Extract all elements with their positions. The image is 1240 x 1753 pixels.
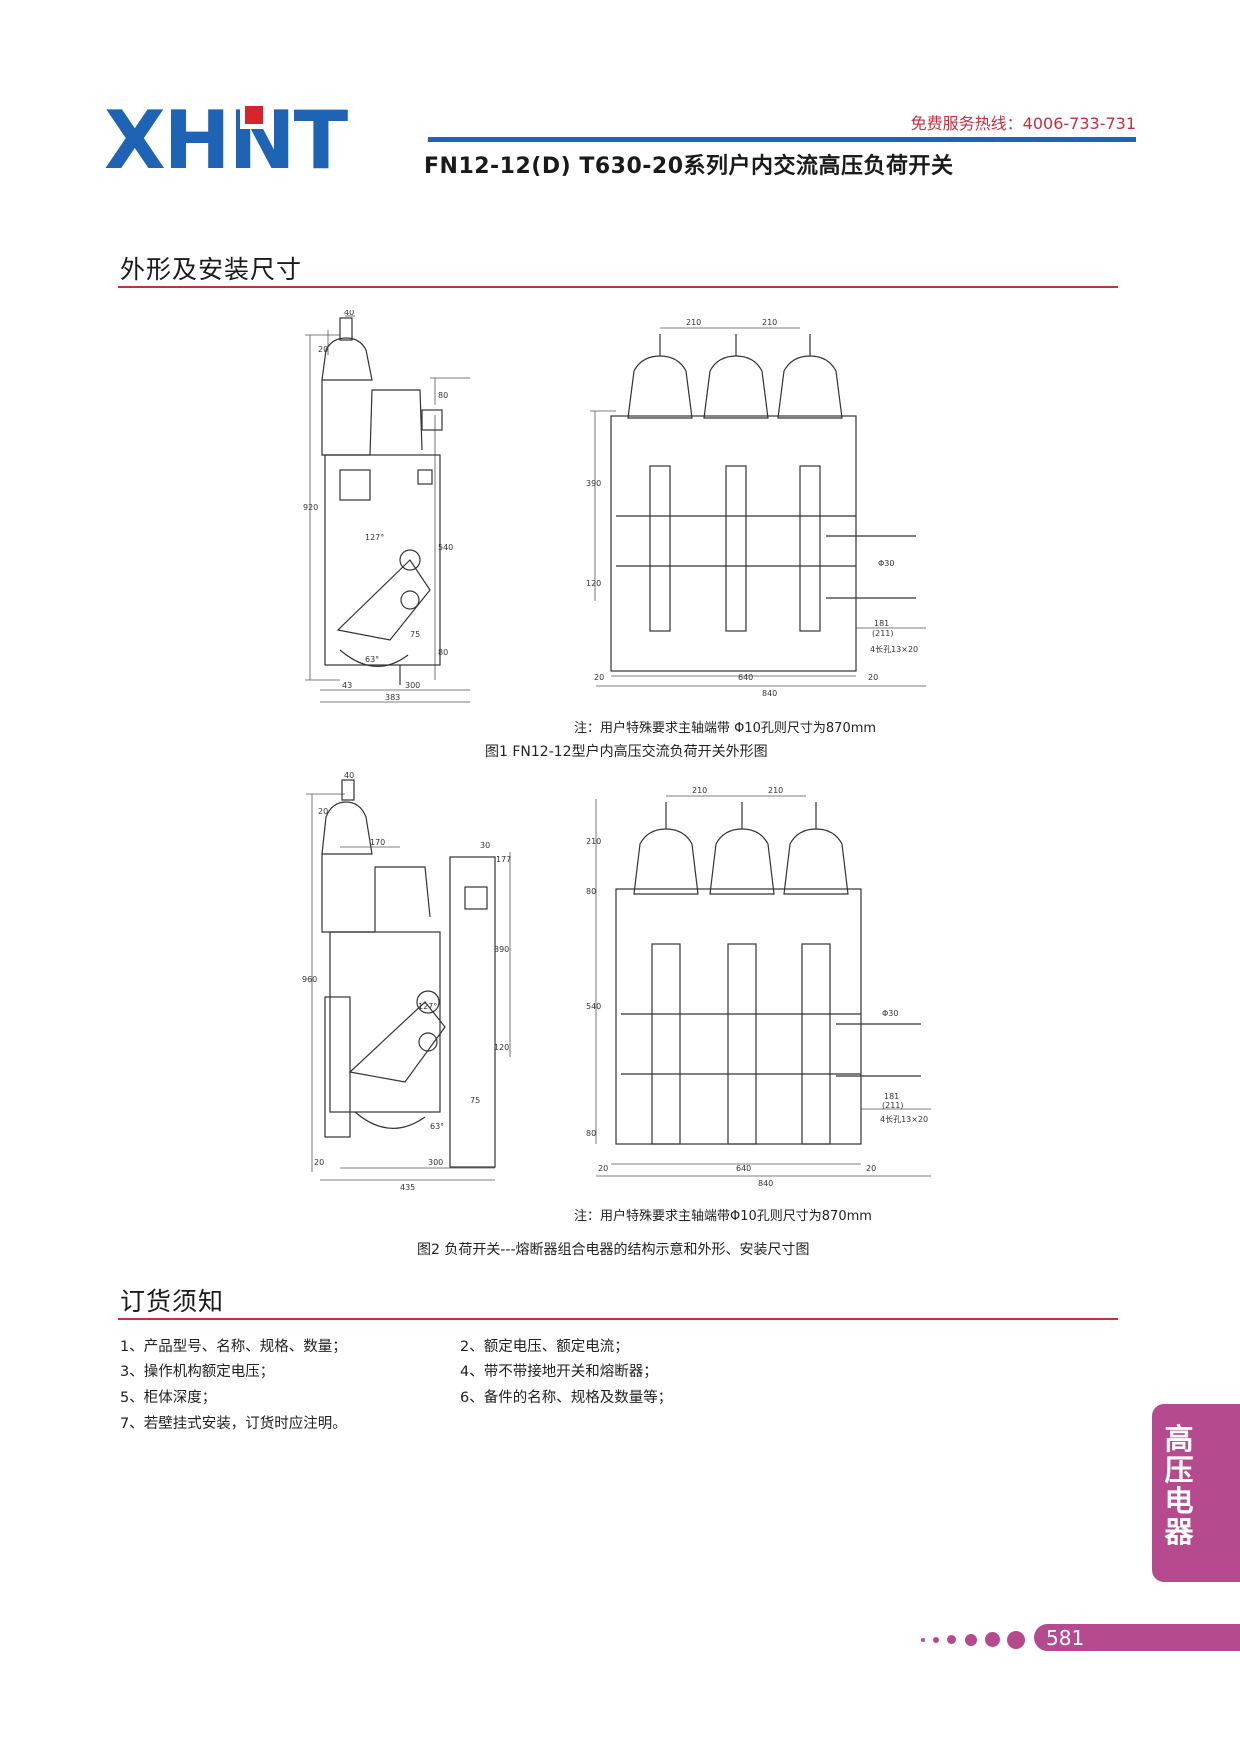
section-title-ordering: 订货须知 [120, 1287, 225, 1316]
section-rule [118, 1318, 1118, 1320]
figure2-side-dim-20b: 20 [314, 1158, 324, 1167]
figure2-side-dim-390: 390 [494, 945, 509, 954]
figure1-side-dim-920: 920 [303, 503, 318, 512]
header-rule [428, 137, 1136, 142]
hotline-number: 4006-733-731 [1022, 114, 1136, 133]
figure2-side-angle-127: 127° [418, 1002, 437, 1011]
figure1-side-view: 920 40 20 80 540 127° 75 63° 80 43 300 3… [303, 310, 470, 703]
figure1-front-dim-211: (211) [872, 629, 894, 638]
figure1-front-dim-120: 120 [586, 579, 601, 588]
figure1-side-angle-63: 63° [365, 655, 379, 664]
figure2-front-outline [615, 802, 921, 1145]
figure1-side-dim-20: 20 [318, 345, 328, 354]
figure2-note: 注：用户特殊要求主轴端带Φ10孔则尺寸为870mm [574, 1209, 872, 1224]
figure2-front-dim-840: 840 [758, 1179, 773, 1188]
figure1-side-outline [321, 317, 443, 685]
figure2-front-view: 210 210 210 80 540 Φ30 181 (211) 4长孔13×2… [586, 786, 931, 1188]
figure1-front-dim-20b: 20 [868, 673, 878, 682]
figure2-front-dim-210b: 210 [768, 786, 783, 795]
figure1-front-dim-640: 640 [738, 673, 753, 682]
figure1-front-dim-210a: 210 [686, 318, 701, 327]
figure1-side-angle-127: 127° [365, 533, 384, 542]
figure1-side-dim-lines [305, 315, 470, 703]
figure1-side-dim-43: 43 [342, 681, 352, 690]
figure1-side-dim-300: 300 [405, 681, 420, 690]
figure1-front-dim-210b: 210 [762, 318, 777, 327]
figure1-note: 注：用户特殊要求主轴端带 Φ10孔则尺寸为870mm [574, 721, 877, 736]
ordering-item: 4、带不带接地开关和熔断器； [460, 1364, 658, 1380]
figure2-side-dim-300: 300 [428, 1158, 443, 1167]
ordering-item: 7、若壁挂式安装，订货时应注明。 [120, 1416, 347, 1432]
figure1-front-dim-lines [590, 327, 926, 687]
figure1-side-dim-80a: 80 [438, 391, 448, 400]
figure2-side-dim-75: 75 [470, 1096, 480, 1105]
service-hotline: 免费服务热线：4006-733-731 [870, 110, 1136, 134]
figure1-front-slot-note: 4长孔13×20 [870, 644, 918, 654]
figure1-side-dim-40: 40 [344, 310, 354, 317]
figure1-side-dim-80b: 80 [438, 648, 448, 657]
hotline-label: 免费服务热线： [910, 114, 1023, 133]
figure2-caption: 图2 负荷开关---熔断器组合电器的结构示意和外形、安装尺寸图 [417, 1242, 810, 1258]
figure2-front-dim-80a: 80 [586, 887, 596, 896]
category-side-tab: 高压电器 [1152, 1404, 1240, 1582]
figure2-side-dim-170: 170 [370, 838, 385, 847]
page-number-box: 581 [1034, 1624, 1240, 1651]
figure2-side-dim-20a: 20 [318, 807, 328, 816]
figure1-front-dim-840: 840 [762, 689, 777, 698]
figure1-side-dim-75: 75 [410, 630, 420, 639]
section-rule [118, 286, 1118, 288]
figure2-front-dim-210a: 210 [692, 786, 707, 795]
figure1-front-dim-phi30: Φ30 [878, 559, 894, 568]
figure2-side-view: 40 20 170 30 177 390 960 127° 120 75 63°… [302, 772, 511, 1192]
page-number: 581 [1046, 1626, 1085, 1650]
figure2-side-angle-63: 63° [430, 1122, 444, 1131]
figure2-front-dim-80b: 80 [586, 1129, 596, 1138]
figure2-side-dim-30: 30 [480, 841, 490, 850]
brand-logo: XHNT [104, 94, 386, 187]
figure2-side-dim-177: 177 [496, 855, 511, 864]
figure2-front-dim-20a: 20 [598, 1164, 608, 1173]
side-tab-label: 高压电器 [1164, 1422, 1194, 1549]
figure2-front-dim-540: 540 [586, 1002, 601, 1011]
figure2-front-dim-640: 640 [736, 1164, 751, 1173]
figure2-front-dim-210c: 210 [586, 837, 601, 846]
ordering-item: 1、产品型号、名称、规格、数量； [120, 1339, 347, 1355]
figure1-front-dim-181: 181 [874, 619, 889, 628]
ordering-item: 3、操作机构额定电压； [120, 1364, 275, 1380]
figure2-front-dim-phi30: Φ30 [882, 1009, 898, 1018]
ordering-item: 6、备件的名称、规格及数量等； [460, 1390, 673, 1406]
logo-text: XHNT [104, 94, 348, 187]
figure2-side-dim-40: 40 [344, 772, 354, 780]
figure2-side-outline [321, 779, 496, 1168]
figure1-front-dim-390: 390 [586, 479, 601, 488]
logo-red-dot [245, 106, 263, 124]
figure2-front-slot-note: 4长孔13×20 [880, 1114, 928, 1124]
figure1-side-dim-540: 540 [438, 543, 453, 552]
figure2-front-dim-211: (211) [882, 1101, 904, 1110]
figure2-side-dim-120: 120 [494, 1043, 509, 1052]
figure2-front-dim-20b: 20 [866, 1164, 876, 1173]
figure2-side-dim-435: 435 [400, 1183, 415, 1192]
figure2-front-dim-181: 181 [884, 1092, 899, 1101]
figure1-caption: 图1 FN12-12型户内高压交流负荷开关外形图 [485, 744, 768, 760]
figure1-side-dim-383: 383 [385, 693, 400, 702]
figure1-front-dim-20a: 20 [594, 673, 604, 682]
figure1-front-outline [610, 334, 916, 672]
figure1-front-view: 210 210 390 120 Φ30 181 (211) 4长孔13×20 2… [586, 318, 926, 698]
product-title: FN12-12(D) T630-20系列户内交流高压负荷开关 [424, 154, 954, 179]
figure2-side-dim-960: 960 [302, 975, 317, 984]
figure2-front-dim-lines [595, 795, 931, 1177]
figure2-side-dim-lines [306, 793, 511, 1181]
ordering-item: 2、额定电压、额定电流； [460, 1339, 629, 1355]
section-title-dimensions: 外形及安装尺寸 [120, 255, 303, 284]
ordering-item: 5、柜体深度； [120, 1390, 217, 1406]
